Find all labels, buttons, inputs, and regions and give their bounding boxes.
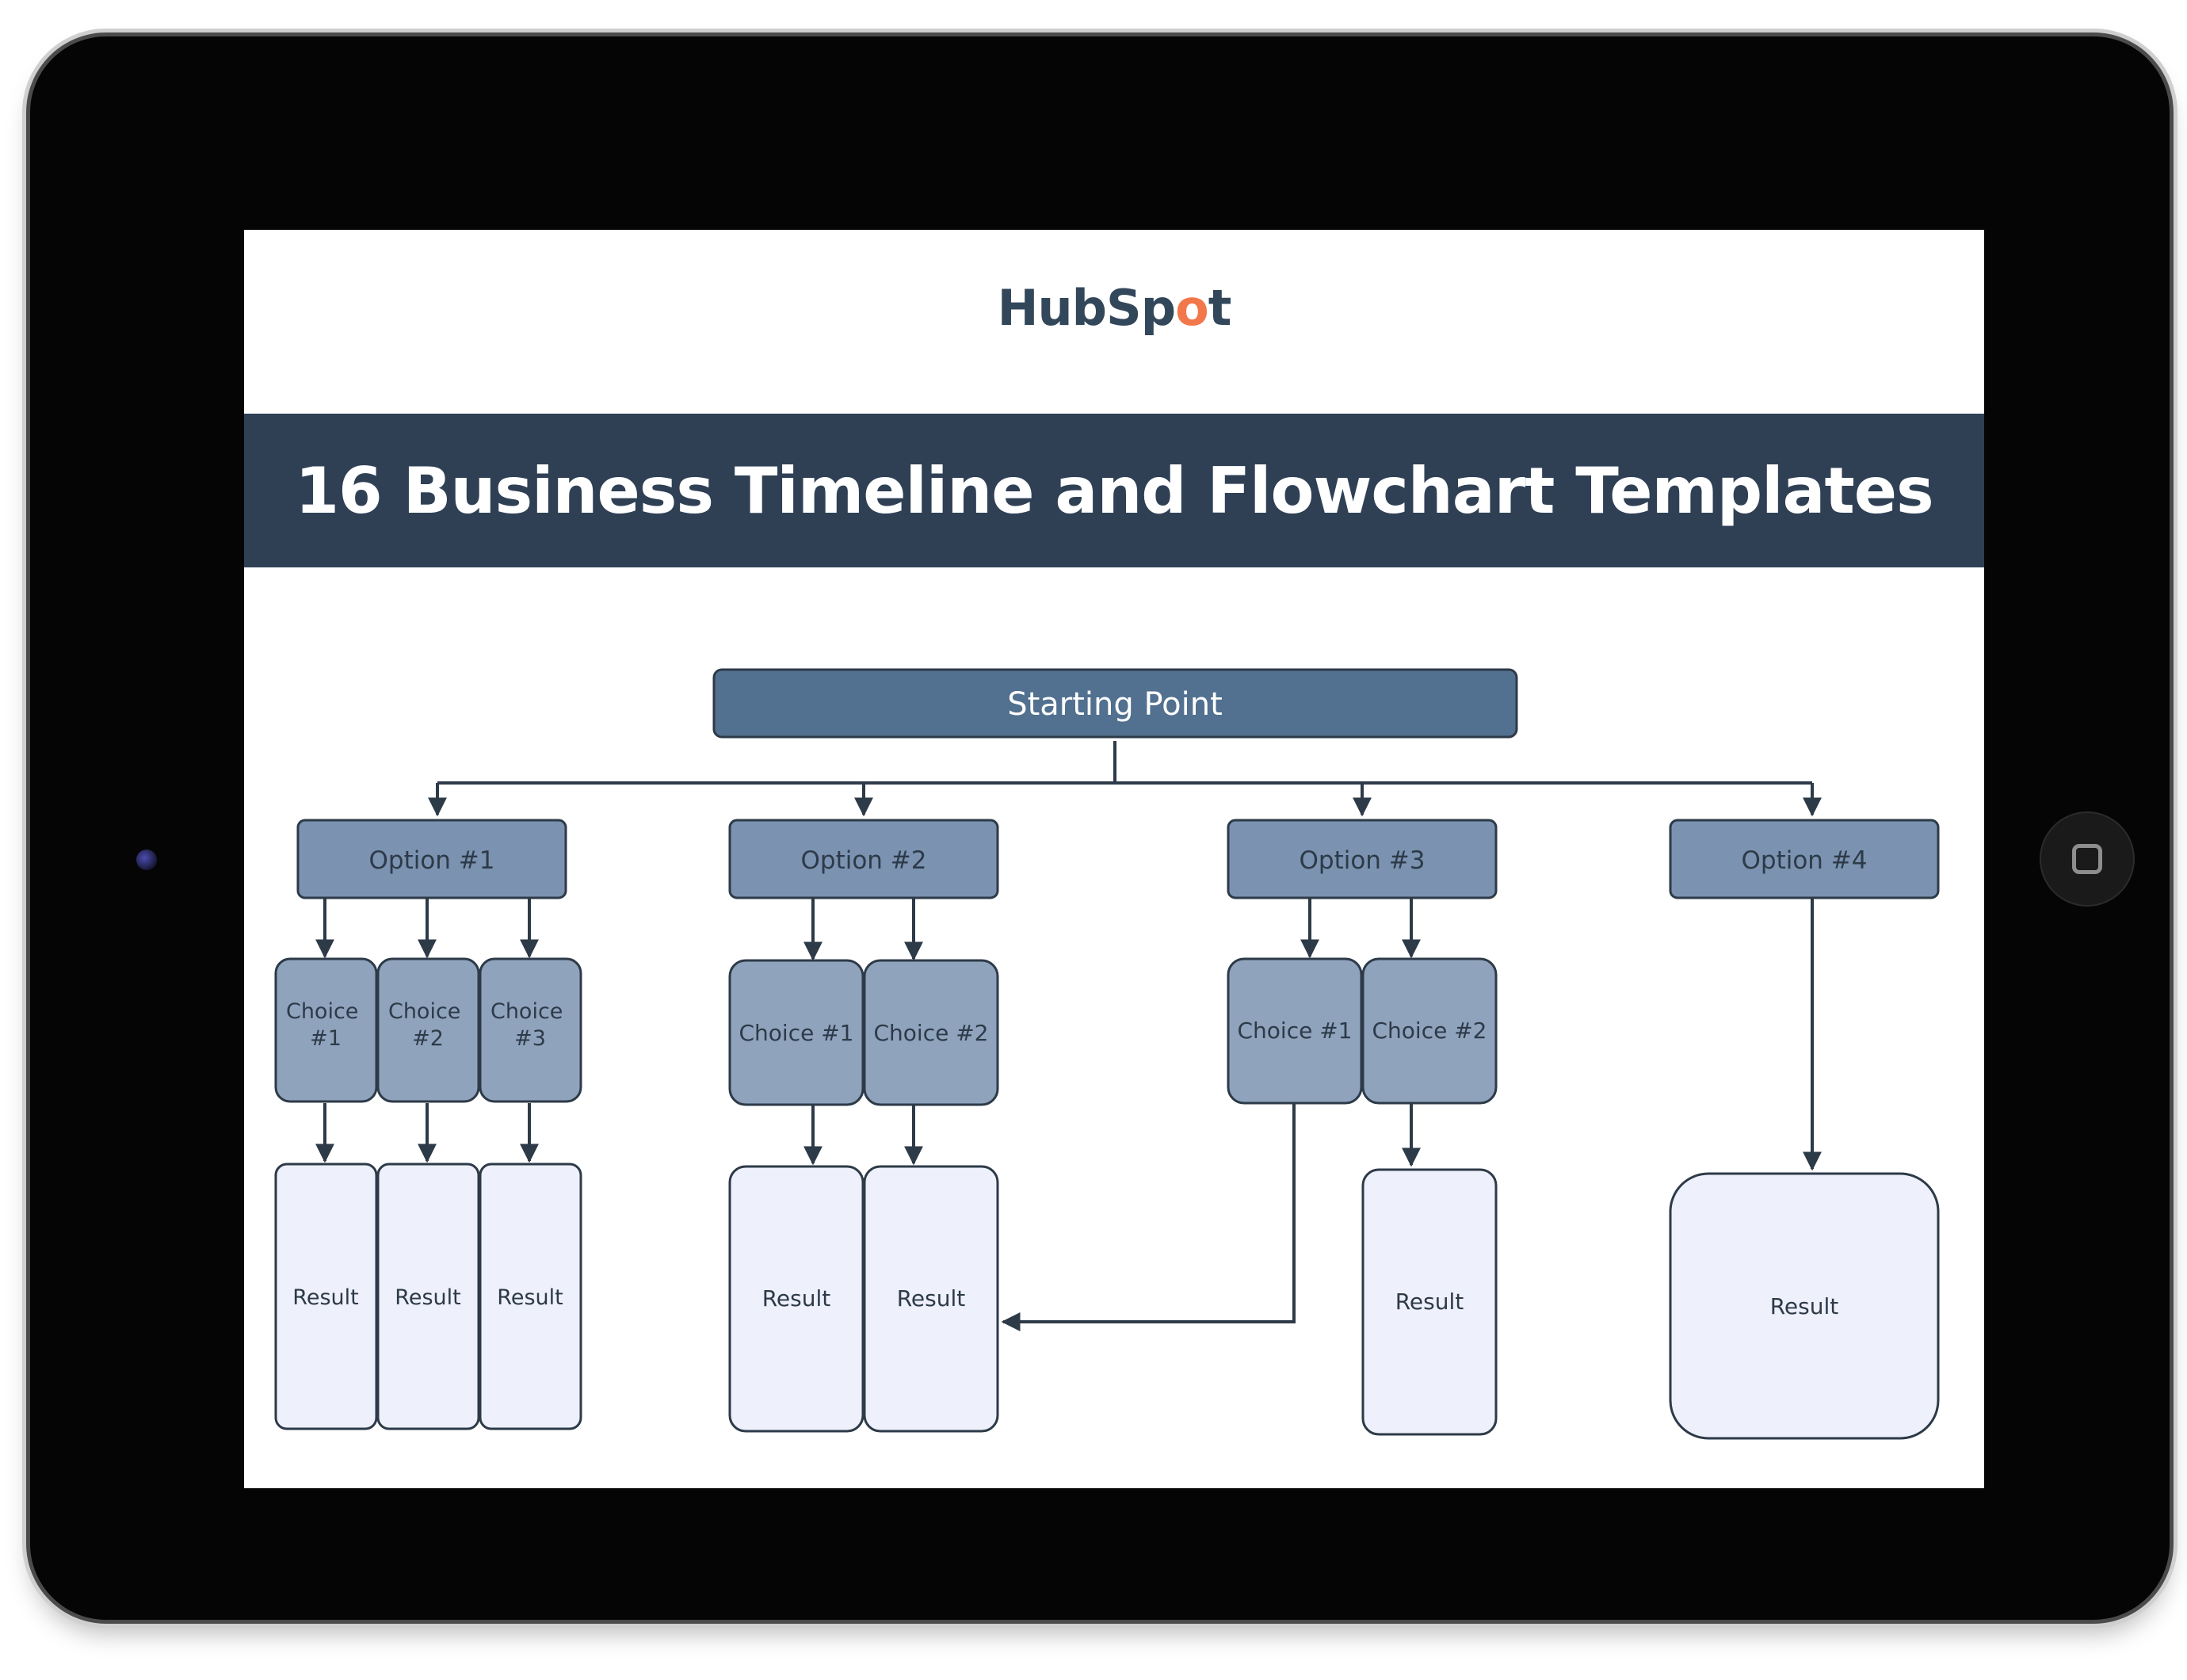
result-o2-1: Result — [728, 1165, 864, 1433]
o1-choice-1-label: Choice — [286, 999, 358, 1024]
result-o2-2: Result — [863, 1165, 999, 1433]
option-1-label: Option #1 — [368, 846, 494, 875]
o1-choice-3-label: Choice — [490, 999, 563, 1024]
sprocket-icon: o — [1175, 279, 1209, 337]
option-1-choice-3: Choice #3 — [479, 957, 582, 1103]
hubspot-logo: HubSpot — [244, 279, 1984, 337]
o1-choice-2-label: Choice — [388, 999, 460, 1024]
option-node-1: Option #1 — [296, 819, 567, 899]
o3-choice-1-label: Choice #1 — [1237, 1018, 1352, 1044]
result-o1-3: Result — [479, 1163, 582, 1430]
option-2-choice-2: Choice #2 — [863, 959, 999, 1106]
result-o1-2: Result — [376, 1163, 480, 1430]
svg-text:Choice #1: Choice #1 — [286, 999, 365, 1051]
result-o2-2-label: Result — [897, 1285, 966, 1312]
svg-text:Choice #2: Choice #2 — [388, 999, 468, 1051]
flowchart: Starting Point Option #1 Option #2 Optio… — [274, 668, 1940, 1440]
connector-o3-c1-to-o2-result — [1001, 1103, 1296, 1331]
option-1-choice-1: Choice #1 — [274, 957, 378, 1103]
o1-choice-1-label-line2: #1 — [310, 1026, 342, 1051]
page-title: 16 Business Timeline and Flowchart Templ… — [295, 453, 1933, 528]
result-o1-1: Result — [274, 1163, 378, 1430]
logo-text-end: t — [1208, 279, 1232, 337]
option-node-3: Option #3 — [1227, 819, 1498, 899]
o1-choice-3-label-line2: #3 — [514, 1026, 546, 1051]
option-3-choice-1: Choice #1 — [1227, 957, 1363, 1105]
home-square-icon — [2072, 844, 2102, 874]
o3-choice-2-label: Choice #2 — [1372, 1018, 1487, 1044]
result-o1-1-label: Result — [292, 1285, 358, 1310]
option-3-choice-2: Choice #2 — [1361, 957, 1498, 1105]
camera-icon — [136, 850, 157, 870]
result-o1-3-label: Result — [497, 1285, 563, 1310]
start-node-label: Starting Point — [1007, 686, 1223, 723]
connectors — [315, 741, 1822, 1331]
result-o4: Result — [1669, 1172, 1940, 1440]
svg-text:Choice #3: Choice #3 — [490, 999, 570, 1051]
tablet-screen: HubSpot 16 Business Timeline and Flowcha… — [244, 230, 1984, 1488]
o2-choice-1-label: Choice #1 — [739, 1020, 853, 1046]
logo-text-start: HubSp — [997, 279, 1176, 337]
title-banner: 16 Business Timeline and Flowchart Templ… — [244, 414, 1984, 567]
option-node-4: Option #4 — [1669, 819, 1940, 899]
option-node-2: Option #2 — [728, 819, 999, 899]
o1-choice-2-label-line2: #2 — [412, 1026, 444, 1051]
result-o2-1-label: Result — [762, 1285, 831, 1312]
tablet-frame: HubSpot 16 Business Timeline and Flowcha… — [30, 36, 2170, 1620]
o2-choice-2-label: Choice #2 — [873, 1020, 988, 1046]
option-2-label: Option #2 — [800, 846, 926, 875]
start-node: Starting Point — [712, 668, 1518, 739]
result-o4-label: Result — [1770, 1293, 1839, 1319]
result-o3-2-label: Result — [1395, 1289, 1464, 1315]
option-1-choice-2: Choice #2 — [376, 957, 480, 1103]
result-o1-2-label: Result — [395, 1285, 460, 1310]
option-4-label: Option #4 — [1741, 846, 1867, 875]
option-3-label: Option #3 — [1299, 846, 1425, 875]
home-button[interactable] — [2040, 811, 2135, 907]
result-o3-2: Result — [1361, 1168, 1498, 1436]
option-2-choice-1: Choice #1 — [728, 959, 864, 1106]
